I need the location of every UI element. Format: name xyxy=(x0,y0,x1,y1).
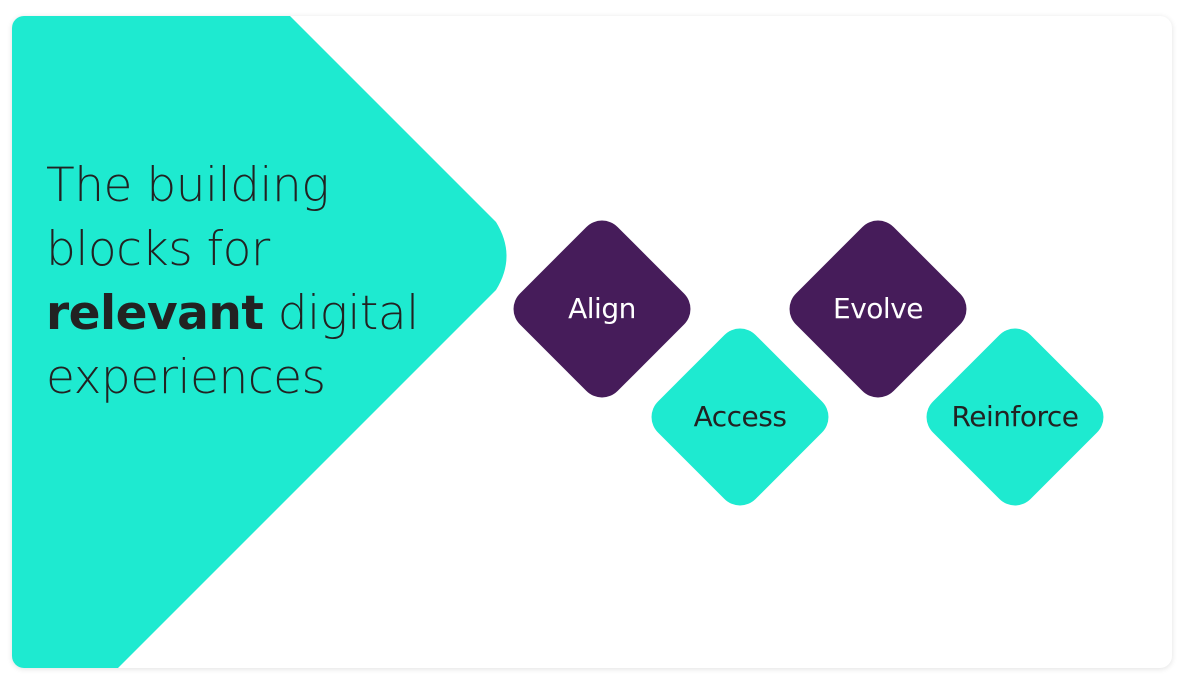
reinforce-label: Reinforce xyxy=(951,400,1079,433)
headline-line-3: relevant digital xyxy=(46,282,466,346)
slide-headline: The building blocks for relevant digital… xyxy=(46,154,466,410)
headline-line-1: The building xyxy=(46,158,329,213)
headline-line-2: blocks for xyxy=(46,222,270,277)
headline-line-3-rest: digital xyxy=(263,286,419,341)
headline-bold-word: relevant xyxy=(46,286,264,341)
align-label: Align xyxy=(568,292,636,325)
access-label: Access xyxy=(693,400,787,433)
teal-chevron-shape xyxy=(12,16,507,668)
slide: The building blocks for relevant digital… xyxy=(12,16,1172,668)
evolve-label: Evolve xyxy=(833,292,923,325)
headline-line-4: experiences xyxy=(46,350,326,405)
